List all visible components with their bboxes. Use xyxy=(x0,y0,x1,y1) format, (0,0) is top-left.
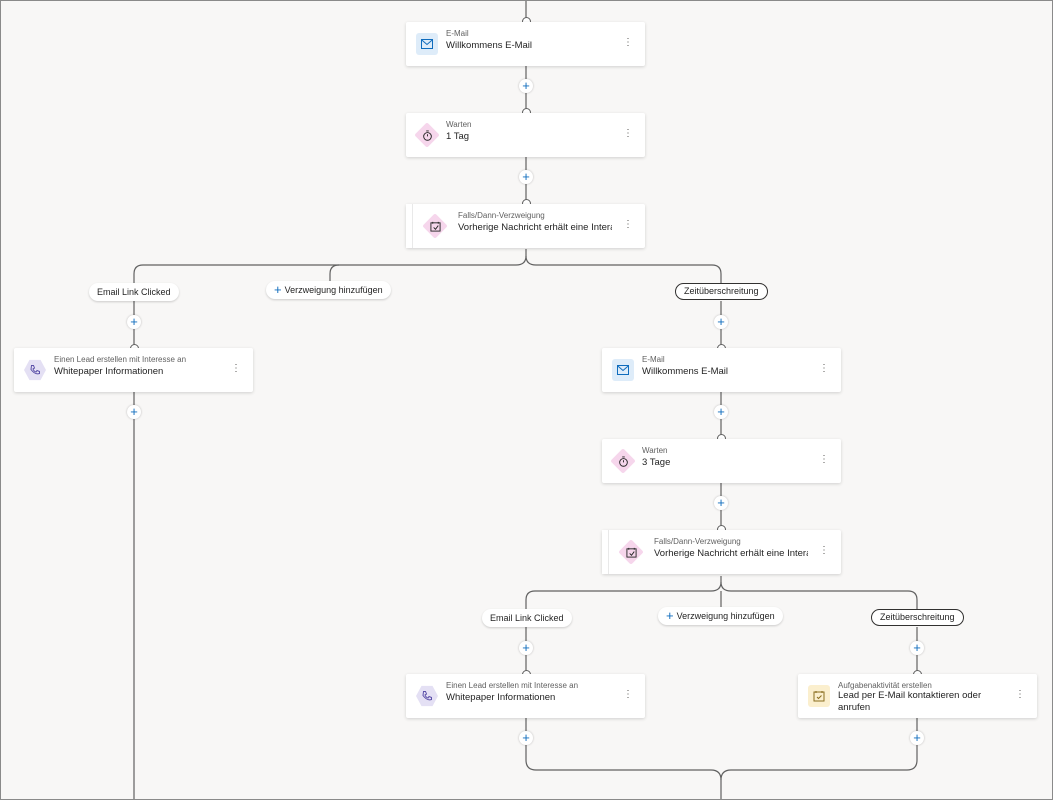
step-type-label: Warten xyxy=(446,120,472,129)
step-title: Whitepaper Informationen xyxy=(54,366,164,377)
more-options-icon[interactable]: ⋮ xyxy=(623,128,633,139)
step-card-create-lead[interactable]: Einen Lead erstellen mit Interesse an Wh… xyxy=(406,674,645,718)
plus-icon: + xyxy=(666,608,674,623)
branch-label-email-link-clicked[interactable]: Email Link Clicked xyxy=(89,283,179,301)
add-branch-label: Verzweigung hinzufügen xyxy=(676,611,775,621)
add-branch-label: Verzweigung hinzufügen xyxy=(284,285,383,295)
step-card-email[interactable]: E-Mail Willkommens E-Mail ⋮ xyxy=(406,22,645,66)
more-options-icon[interactable]: ⋮ xyxy=(819,363,829,374)
step-card-create-task[interactable]: Aufgabenaktivität erstellen Lead per E-M… xyxy=(798,674,1037,718)
step-title: Willkommens E-Mail xyxy=(642,366,729,377)
add-step-button[interactable]: + xyxy=(519,731,533,745)
step-title: Vorherige Nachricht erhält eine Interakt… xyxy=(458,222,612,233)
branch-icon xyxy=(620,541,642,563)
mail-icon xyxy=(612,359,634,381)
step-title: Whitepaper Informationen xyxy=(446,692,556,703)
add-step-button[interactable]: + xyxy=(714,405,728,419)
more-options-icon[interactable]: ⋮ xyxy=(231,363,241,374)
step-type-label: E-Mail xyxy=(446,29,469,38)
step-type-label: Einen Lead erstellen mit Interesse an xyxy=(446,681,579,690)
add-step-button[interactable]: + xyxy=(127,315,141,329)
phone-icon xyxy=(416,685,438,707)
add-step-button[interactable]: + xyxy=(910,731,924,745)
timer-icon xyxy=(416,124,438,146)
add-step-button[interactable]: + xyxy=(714,315,728,329)
add-step-button[interactable]: + xyxy=(519,170,533,184)
more-options-icon[interactable]: ⋮ xyxy=(819,454,829,465)
step-title: Vorherige Nachricht erhält eine Interakt… xyxy=(654,548,808,559)
more-options-icon[interactable]: ⋮ xyxy=(623,37,633,48)
add-step-button[interactable]: + xyxy=(519,79,533,93)
step-title: 3 Tage xyxy=(642,457,671,468)
add-step-button[interactable]: + xyxy=(910,641,924,655)
more-options-icon[interactable]: ⋮ xyxy=(623,689,633,700)
mail-icon xyxy=(416,33,438,55)
step-card-create-lead[interactable]: Einen Lead erstellen mit Interesse an Wh… xyxy=(14,348,253,392)
step-title: Lead per E-Mail kontaktieren oder anrufe… xyxy=(838,690,982,713)
step-type-label: Einen Lead erstellen mit Interesse an xyxy=(54,355,187,364)
add-branch-button[interactable]: +Verzweigung hinzufügen xyxy=(266,281,391,299)
step-type-label: Falls/Dann-Verzweigung xyxy=(458,211,545,220)
branch-label-timeout[interactable]: Zeitüberschreitung xyxy=(871,609,964,626)
step-type-label: Aufgabenaktivität erstellen xyxy=(838,681,932,690)
step-card-wait[interactable]: Warten 1 Tag ⋮ xyxy=(406,113,645,157)
step-card-email[interactable]: E-Mail Willkommens E-Mail ⋮ xyxy=(602,348,841,392)
add-step-button[interactable]: + xyxy=(714,496,728,510)
plus-icon: + xyxy=(274,282,282,297)
more-options-icon[interactable]: ⋮ xyxy=(819,545,829,556)
step-card-if-then-branch[interactable]: Falls/Dann-Verzweigung Vorherige Nachric… xyxy=(602,530,841,574)
add-step-button[interactable]: + xyxy=(519,641,533,655)
step-type-label: Falls/Dann-Verzweigung xyxy=(654,537,741,546)
branch-icon xyxy=(424,215,446,237)
branch-label-email-link-clicked[interactable]: Email Link Clicked xyxy=(482,609,572,627)
branch-label-timeout[interactable]: Zeitüberschreitung xyxy=(675,283,768,300)
step-title: 1 Tag xyxy=(446,131,470,142)
task-icon xyxy=(808,685,830,707)
phone-icon xyxy=(24,359,46,381)
step-type-label: Warten xyxy=(642,446,668,455)
more-options-icon[interactable]: ⋮ xyxy=(1015,689,1025,700)
step-title: Willkommens E-Mail xyxy=(446,40,533,51)
add-branch-button[interactable]: +Verzweigung hinzufügen xyxy=(658,607,783,625)
more-options-icon[interactable]: ⋮ xyxy=(623,219,633,230)
add-step-button[interactable]: + xyxy=(127,405,141,419)
step-card-if-then-branch[interactable]: Falls/Dann-Verzweigung Vorherige Nachric… xyxy=(406,204,645,248)
timer-icon xyxy=(612,450,634,472)
step-type-label: E-Mail xyxy=(642,355,665,364)
step-card-wait[interactable]: Warten 3 Tage ⋮ xyxy=(602,439,841,483)
